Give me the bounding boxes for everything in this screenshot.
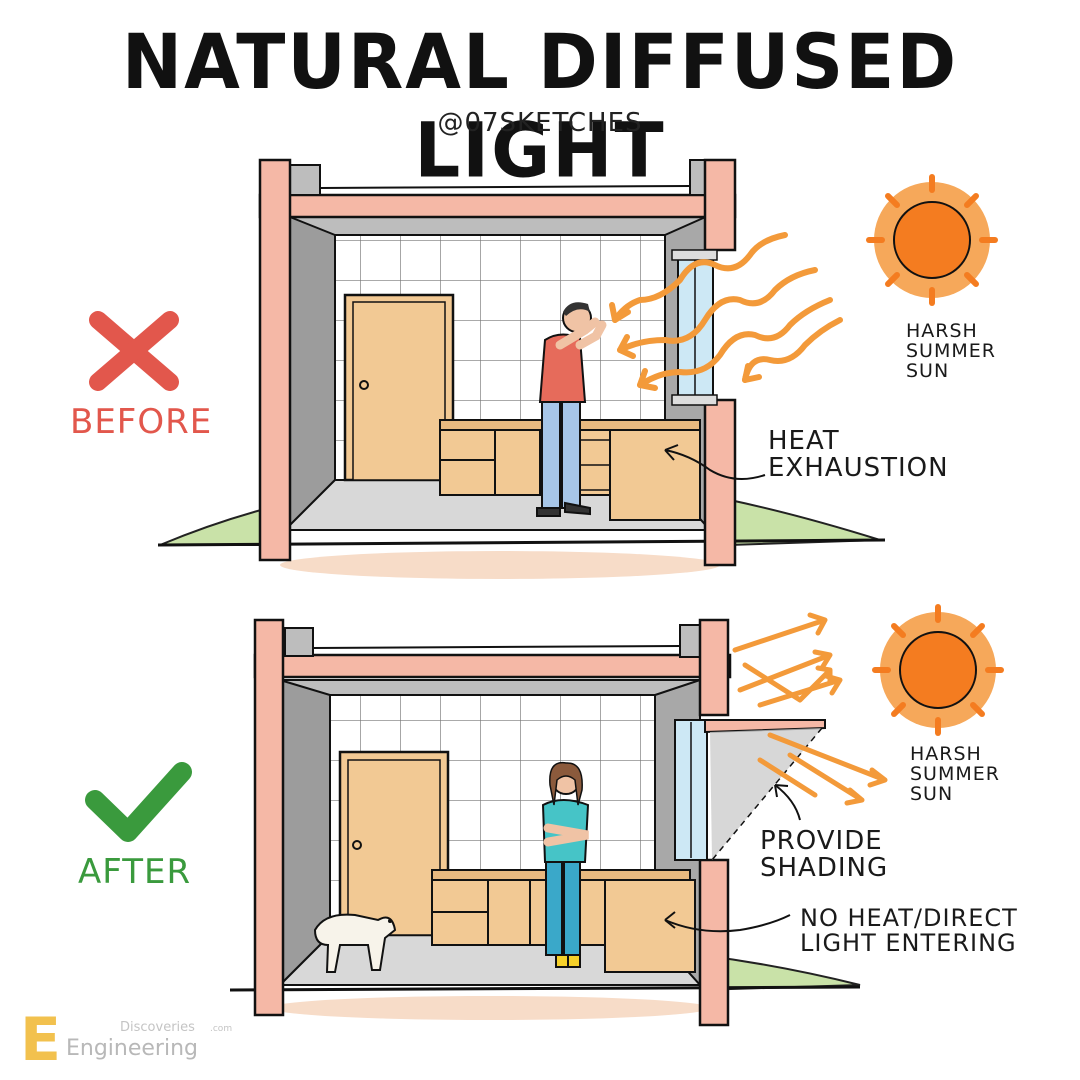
before-label: BEFORE bbox=[70, 402, 213, 442]
calm-person bbox=[541, 761, 590, 968]
sun-icon bbox=[866, 174, 998, 306]
after-sun-label: HARSH SUMMER SUN bbox=[910, 743, 1000, 805]
check-icon bbox=[85, 762, 192, 842]
sun-icon bbox=[872, 604, 1004, 736]
before-room bbox=[157, 158, 886, 579]
no-heat-label: NO HEAT/DIRECT LIGHT ENTERING bbox=[800, 904, 1018, 958]
dog bbox=[313, 913, 397, 973]
heat-exhaustion-label: HEAT EXHAUSTION bbox=[768, 426, 949, 484]
page-title: NATURAL DIFFUSED LIGHT bbox=[121, 17, 959, 195]
cross-icon bbox=[89, 311, 179, 391]
provide-shading-label: PROVIDE SHADING bbox=[760, 826, 889, 884]
distressed-person bbox=[536, 302, 607, 517]
watermark-line1-suffix: .com bbox=[210, 1024, 233, 1034]
shading-overhang bbox=[704, 719, 826, 861]
heat-rays bbox=[609, 232, 843, 391]
watermark-line2: Engineering bbox=[66, 1036, 198, 1061]
author-handle: @07SKETCHES bbox=[437, 108, 643, 138]
after-room bbox=[229, 612, 888, 1027]
reflected-rays bbox=[732, 612, 888, 806]
after-label: AFTER bbox=[78, 852, 192, 892]
watermark-line1: Discoveries bbox=[120, 1020, 195, 1035]
engineering-logo-icon: E bbox=[20, 1005, 61, 1075]
before-sun-label: HARSH SUMMER SUN bbox=[906, 320, 996, 382]
